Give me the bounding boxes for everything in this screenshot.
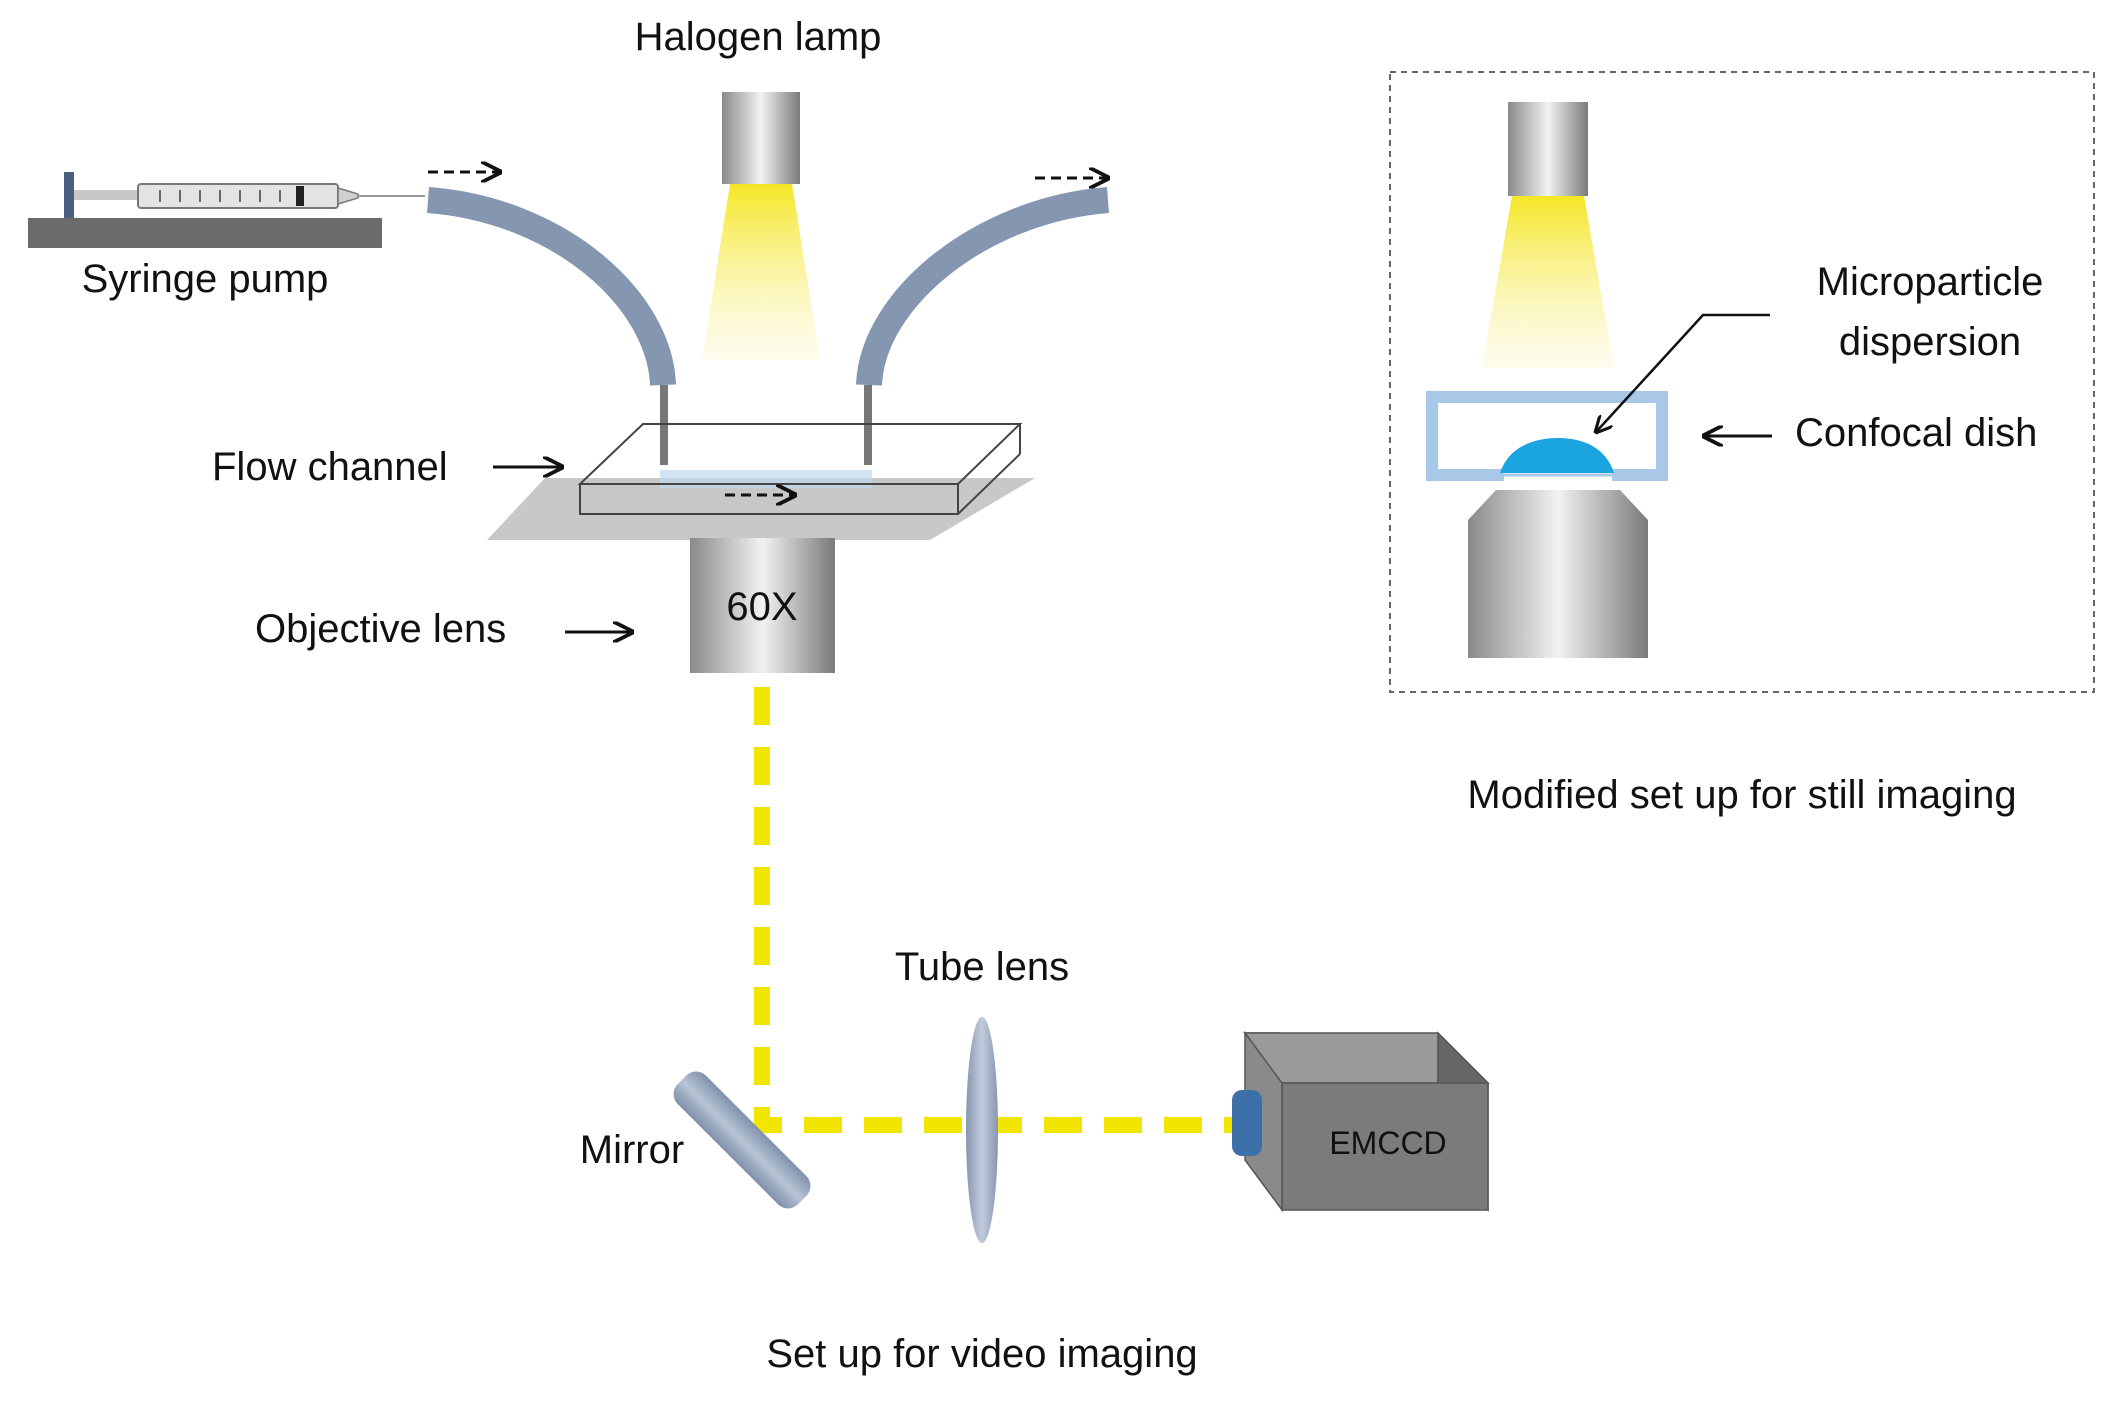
still-imaging-inset-frame <box>1389 71 2095 693</box>
objective-lens-label: Objective lens <box>255 607 506 651</box>
magnification-label: 60X <box>726 585 797 629</box>
still-setup-caption: Modified set up for still imaging <box>1467 773 2016 817</box>
confocal-dish-label: Confocal dish <box>1795 411 2037 455</box>
emccd-label: EMCCD <box>1329 1125 1446 1161</box>
lamp-light-beam <box>702 184 820 360</box>
mirror <box>673 1071 811 1209</box>
light-path <box>754 687 1232 1133</box>
microparticle-pointer <box>1596 313 1770 432</box>
microparticle-label-line2: dispersion <box>1839 320 2021 364</box>
inset-objective <box>1468 490 1648 658</box>
inset-lamp-light <box>1482 196 1614 368</box>
objective-lens <box>690 538 835 673</box>
inlet-tubing <box>426 187 676 386</box>
flow-channel-label: Flow channel <box>212 445 448 489</box>
halogen-lamp-label: Halogen lamp <box>635 15 882 59</box>
microscope-stage <box>487 478 1035 540</box>
camera-lens-port <box>1232 1090 1262 1156</box>
syringe-pump <box>28 172 425 248</box>
syringe-pump-label: Syringe pump <box>82 257 329 301</box>
microparticle-droplet <box>1500 438 1614 473</box>
flow-channel <box>577 423 1023 515</box>
outlet-tubing <box>856 187 1110 387</box>
tube-lens <box>966 1017 998 1243</box>
tube-lens-label: Tube lens <box>895 945 1069 989</box>
mirror-label: Mirror <box>580 1128 684 1172</box>
halogen-lamp <box>702 92 820 360</box>
emccd-camera <box>1232 1030 1490 1213</box>
video-setup-caption: Set up for video imaging <box>766 1332 1197 1376</box>
inset-lamp <box>1508 102 1588 196</box>
microparticle-label-line1: Microparticle <box>1817 260 2044 304</box>
